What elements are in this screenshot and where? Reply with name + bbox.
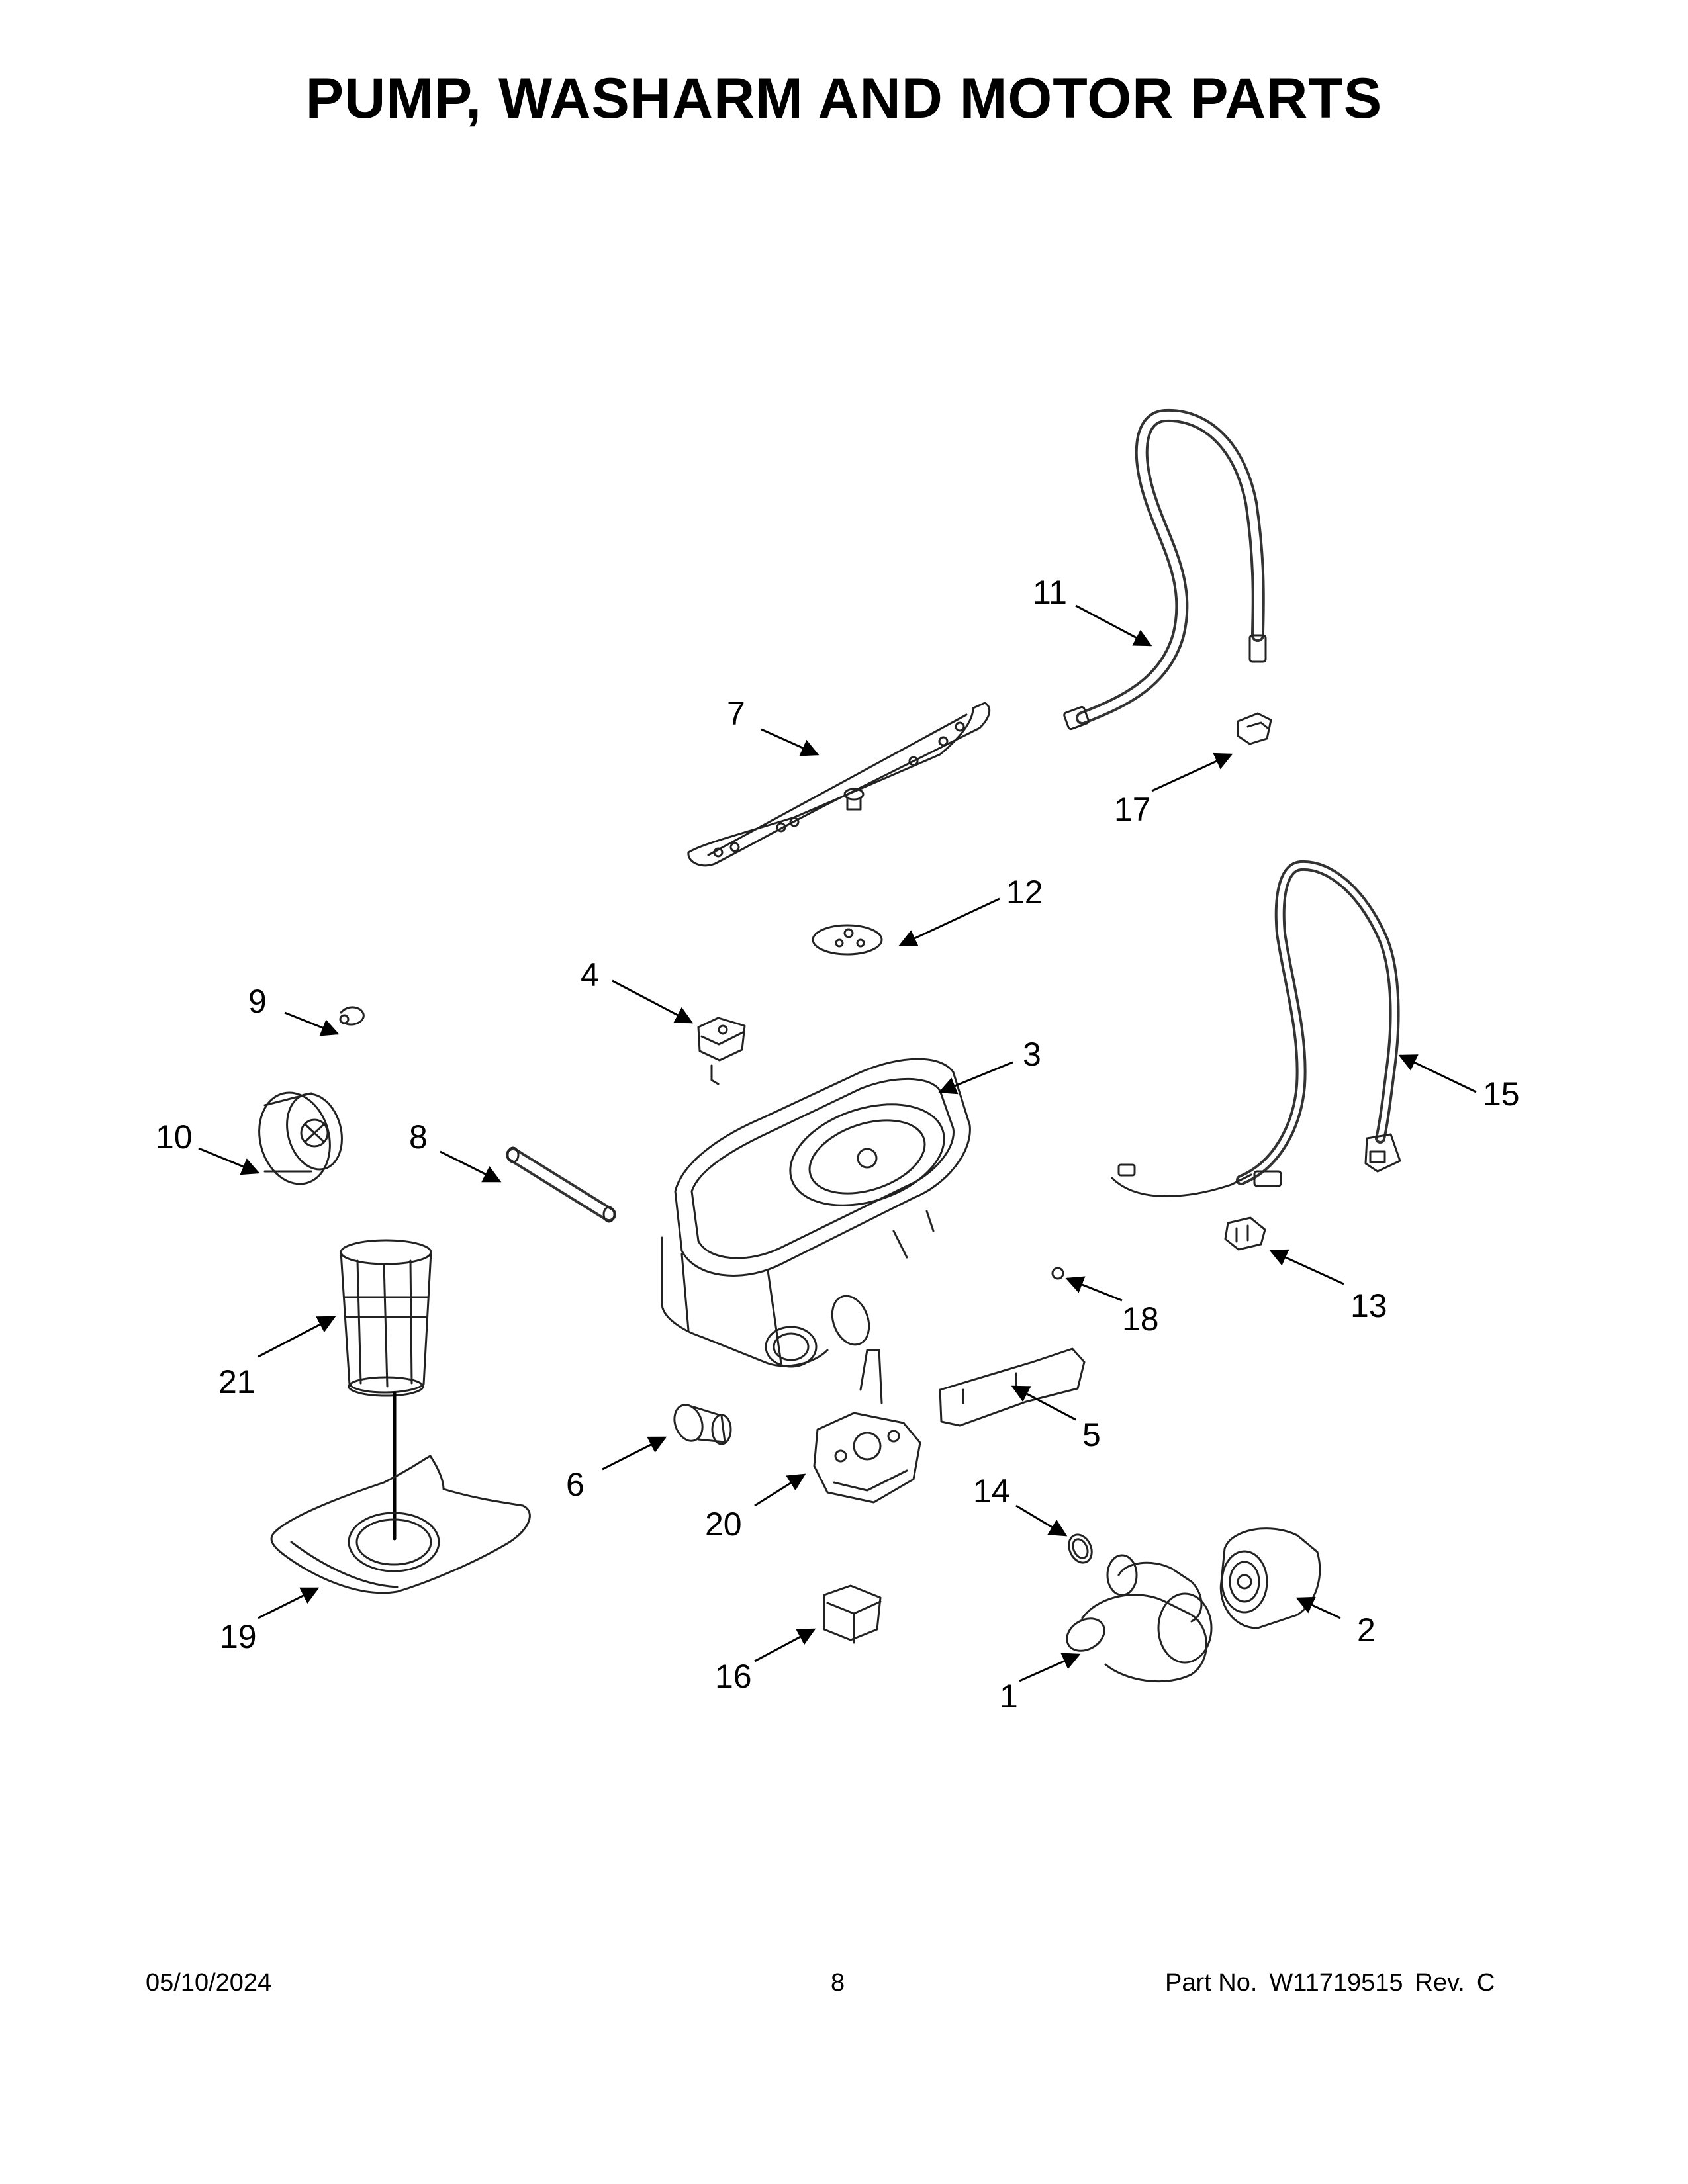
callout-arrow-7: [761, 728, 820, 756]
callout-label-14: 14: [973, 1473, 1010, 1510]
part-7-lower-washarm: [688, 703, 990, 866]
callout-arrow-2: [1295, 1596, 1341, 1619]
part-17-clip: [1238, 713, 1271, 744]
part-13-clip: [1225, 1218, 1265, 1250]
revision-label: Rev.: [1415, 1969, 1465, 1997]
callout-arrow-12: [898, 897, 1000, 946]
callout-arrow-9: [284, 1011, 340, 1036]
callout-label-15: 15: [1483, 1075, 1520, 1113]
part-14-ring: [1064, 1531, 1096, 1566]
callout-arrow-1: [1019, 1653, 1081, 1682]
callout-arrow-4: [612, 979, 694, 1024]
footer-part-info: Part No. W11719515 Rev. C: [1165, 1969, 1507, 1997]
callout-arrow-18: [1065, 1276, 1123, 1302]
part-2-motor: [1221, 1529, 1320, 1628]
part-6-fitting: [670, 1401, 731, 1445]
footer-date: 05/10/2024: [146, 1969, 272, 1997]
callout-arrow-16: [754, 1628, 816, 1662]
part-9-clamp: [340, 1007, 363, 1024]
callout-label-17: 17: [1114, 791, 1151, 828]
callout-label-21: 21: [218, 1363, 256, 1400]
part-1-pump: [1061, 1555, 1211, 1682]
callout-label-11: 11: [1033, 574, 1067, 611]
footer-page-number: 8: [831, 1969, 845, 1997]
part-16-connector: [824, 1586, 880, 1643]
callout-label-16: 16: [715, 1658, 752, 1695]
callout-arrow-20: [754, 1473, 806, 1507]
callout-arrow-5: [1011, 1385, 1076, 1421]
part-11-drain-hose: [1064, 416, 1266, 730]
part-number-label: Part No.: [1165, 1969, 1258, 1997]
part-15-hose-harness: [1112, 866, 1400, 1197]
callout-label-3: 3: [1023, 1036, 1041, 1073]
callout-label-19: 19: [220, 1618, 257, 1655]
callout-arrow-19: [258, 1587, 320, 1619]
part-21-filter: [341, 1240, 431, 1539]
callout-label-4: 4: [581, 956, 599, 993]
callout-label-7: 7: [727, 695, 745, 732]
callout-arrow-21: [258, 1316, 336, 1358]
callout-label-20: 20: [705, 1506, 742, 1543]
callout-label-1: 1: [1000, 1678, 1018, 1715]
callout-label-10: 10: [156, 1118, 193, 1156]
callout-label-18: 18: [1122, 1300, 1159, 1338]
callout-arrow-3: [938, 1061, 1013, 1095]
part-12-disc: [813, 925, 882, 954]
part-8-tube: [508, 1148, 614, 1222]
part-20-manifold: [814, 1350, 920, 1502]
callout-label-5: 5: [1082, 1416, 1101, 1453]
callout-label-9: 9: [248, 983, 267, 1020]
part-4-sensor: [698, 1018, 745, 1084]
part-18-nut: [1053, 1268, 1063, 1279]
callout-label-12: 12: [1006, 874, 1043, 911]
revision: C: [1476, 1969, 1495, 1997]
part-3-sump-housing: [662, 1059, 970, 1367]
callout-label-13: 13: [1350, 1287, 1387, 1324]
callout-label-2: 2: [1357, 1612, 1376, 1649]
callout-arrow-6: [602, 1436, 667, 1471]
part-5-bracket: [940, 1349, 1084, 1426]
callout-arrow-15: [1398, 1054, 1477, 1093]
callout-arrow-13: [1269, 1249, 1344, 1285]
page-title: PUMP, WASHARM AND MOTOR PARTS: [305, 67, 1383, 130]
callout-arrow-10: [198, 1147, 260, 1175]
callout-arrow-11: [1075, 604, 1152, 647]
part-number: W11719515: [1269, 1969, 1403, 1997]
part-19-base-plate: [271, 1456, 530, 1593]
callout-label-6: 6: [566, 1466, 585, 1503]
part-10-filter-cap: [250, 1085, 350, 1192]
callout-arrow-14: [1015, 1504, 1068, 1537]
callout-arrow-8: [440, 1150, 502, 1183]
callout-label-8: 8: [409, 1118, 428, 1156]
callout-arrow-17: [1151, 752, 1233, 792]
